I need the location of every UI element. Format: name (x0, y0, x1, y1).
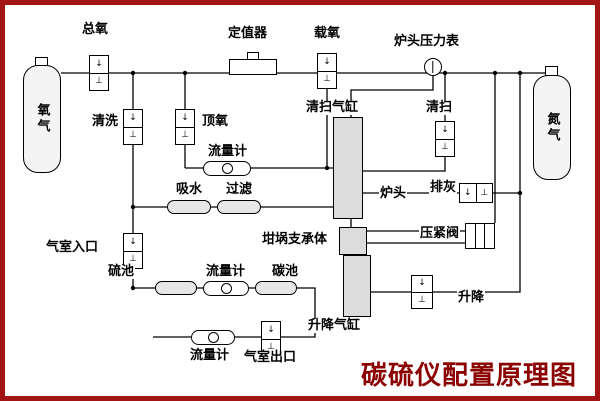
nitrogen-cylinder: 氮气 (533, 75, 571, 180)
label-flow-meter-2: 流量计 (205, 264, 247, 279)
valve-arrow-icon: ↓ (95, 58, 103, 69)
label-carbon-cell: 碳池 (271, 264, 300, 279)
valve-arrow-icon: ↓ (181, 112, 189, 123)
valve-arrow-icon: ↓ (129, 112, 137, 123)
label-press-valve: 压紧阀 (419, 226, 461, 241)
flow-meter-window (207, 332, 219, 343)
valve-arrow-icon: ↓ (129, 236, 137, 247)
oxygen-cylinder-label: 氧气 (34, 103, 50, 135)
flow-meter-1 (203, 161, 251, 176)
valve-seat-icon: ⊥ (124, 250, 142, 269)
label-chamber-outlet: 气室出口 (243, 350, 298, 365)
oxygen-cylinder: 氧气 (23, 65, 61, 173)
top-oxygen-valve: ↓ ⊥ (175, 109, 195, 145)
valve-seat-icon: ⊥ (412, 291, 432, 309)
crucible-support-block (339, 227, 367, 255)
flow-meter-window (220, 283, 232, 294)
label-water-absorber: 吸水 (175, 182, 204, 197)
total-oxygen-valve: ↓ ⊥ (89, 55, 109, 91)
valve-arrow-icon: ↓ (267, 324, 275, 335)
flow-meter-window (221, 163, 233, 174)
sulfur-cell-capsule (155, 281, 197, 295)
valve-seat-icon: ⊥ (262, 338, 280, 357)
label-flow-meter-1: 流量计 (207, 144, 249, 159)
label-furnace-pressure-gauge: 炉头压力表 (393, 34, 461, 49)
label-ash-discharge: 排灰 (429, 180, 458, 195)
label-purge: 清洗 (91, 114, 120, 129)
label-sweep: 清扫 (425, 100, 454, 115)
press-valve-body (465, 223, 495, 249)
nitrogen-cylinder-label: 氮气 (544, 111, 560, 144)
label-flow-meter-3: 流量计 (189, 348, 231, 363)
purge-valve: ↓ ⊥ (123, 109, 143, 145)
water-absorber-capsule (167, 200, 211, 214)
filter-capsule (217, 200, 261, 214)
label-sulfur-cell: 硫池 (107, 264, 136, 279)
label-total-oxygen: 总氧 (81, 22, 110, 37)
valve-seat-icon: ⊥ (475, 184, 493, 202)
valve-seat-icon: ⊥ (176, 126, 194, 145)
valve-arrow-icon: ↓ (463, 187, 472, 198)
pipe-junctions (130, 70, 523, 291)
label-sweep-cylinder: 清扫气缸 (305, 100, 360, 115)
press-valve-line (484, 224, 486, 248)
regulator-box (229, 59, 277, 75)
lift-cylinder-block (343, 255, 371, 317)
carbon-cell-capsule (255, 281, 297, 295)
label-filter: 过滤 (225, 182, 254, 197)
valve-arrow-icon: ↓ (418, 278, 426, 289)
label-regulator: 定值器 (227, 26, 269, 41)
ash-discharge-valve: ↓ ⊥ (459, 183, 493, 203)
label-carrier-oxygen: 载氧 (313, 26, 342, 41)
sweep-valve: ↓ ⊥ (435, 121, 455, 157)
label-top-oxygen: 顶氧 (201, 114, 230, 129)
flow-meter-3 (191, 330, 235, 345)
furnace-pressure-gauge (424, 58, 442, 76)
label-lift-cylinder: 升降气缸 (307, 318, 362, 333)
valve-arrow-icon: ↓ (323, 56, 331, 67)
flow-meter-2 (203, 281, 249, 296)
press-valve-line (475, 224, 477, 248)
valve-seat-icon: ⊥ (318, 70, 336, 89)
chamber-outlet-valve: ↓ ⊥ (261, 321, 281, 357)
valve-seat-icon: ⊥ (436, 138, 454, 157)
chamber-inlet-valve: ↓ ⊥ (123, 233, 143, 269)
label-crucible-support: 坩埚支承体 (261, 232, 329, 247)
pipe (350, 76, 434, 117)
label-chamber-inlet: 气室入口 (45, 240, 100, 255)
diagram-title: 碳硫仪配置原理图 (361, 361, 578, 391)
furnace-head-block (333, 117, 363, 219)
valve-seat-icon: ⊥ (124, 126, 142, 145)
lift-valve: ↓ ⊥ (411, 275, 433, 309)
valve-arrow-icon: ↓ (441, 124, 449, 135)
carrier-oxygen-valve: ↓ ⊥ (317, 53, 337, 89)
label-furnace-head: 炉头 (379, 186, 408, 201)
label-lift: 升降 (457, 290, 486, 305)
valve-seat-icon: ⊥ (90, 72, 108, 91)
